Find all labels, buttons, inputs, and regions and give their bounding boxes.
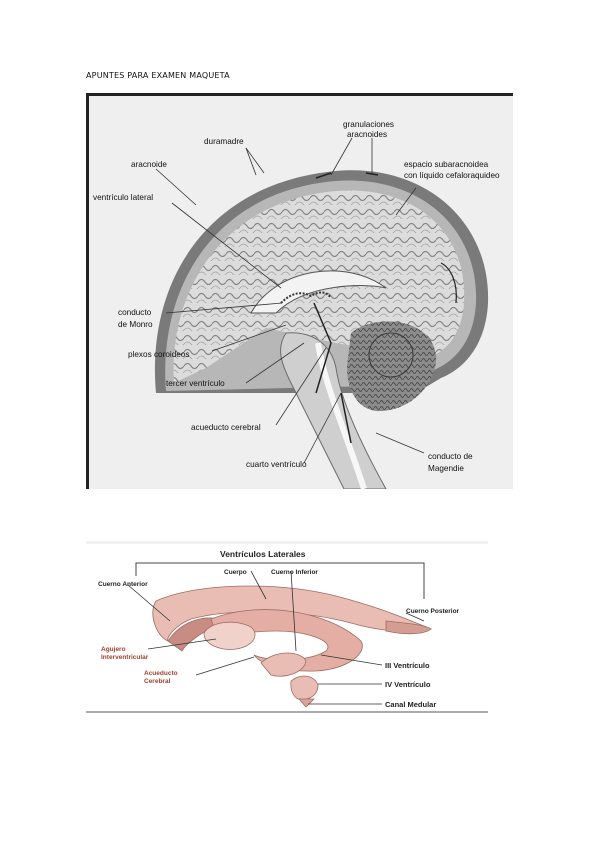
label-iv-ventriculo: IV Ventrículo — [385, 680, 431, 689]
label-cuerno-anterior: Cuerno Anterior — [98, 581, 148, 588]
brain-sagittal-figure: duramadre granulaciones aracnoides aracn… — [86, 93, 513, 489]
label-ventriculo-lateral: ventrículo lateral — [93, 193, 153, 202]
label-conducto-magendie: conducto de — [428, 452, 473, 461]
label-espacio-subaracnoidea-2: con líquido cefaloraquideo — [404, 171, 500, 180]
label-iii-ventriculo: III Ventrículo — [385, 661, 430, 670]
label-plexos-coroideos: plexos coroideos — [128, 350, 189, 359]
label-duramadre: duramadre — [204, 137, 244, 146]
label-aracnoide: aracnoide — [131, 160, 167, 169]
label-agujero-interventricular-2: Interventricular — [101, 654, 149, 661]
label-espacio-subaracnoidea: espacio subaracnoidea — [404, 160, 489, 169]
label-cuerpo: Cuerpo — [224, 569, 247, 576]
label-conducto-monro: conducto — [118, 308, 152, 317]
label-ventriculos-laterales: Ventrículos Laterales — [220, 549, 306, 559]
label-conducto-magendie-2: Magendie — [428, 464, 464, 473]
page-heading: APUNTES PARA EXAMEN MAQUETA — [86, 71, 230, 80]
label-acueducto-cerebral: Acueducto — [144, 670, 178, 677]
label-granulaciones-2: aracnoides — [347, 130, 387, 139]
label-agujero-interventricular: Agujero — [101, 646, 126, 653]
label-acueducto-cerebral-2: Cerebral — [144, 678, 171, 685]
label-cuerno-inferior: Cuerno Inferior — [271, 569, 318, 576]
label-acueducto-cerebral: acueducto cerebral — [191, 423, 261, 432]
label-cuerno-posterior: Cuerno Posterior — [406, 608, 460, 615]
label-granulaciones: granulaciones — [343, 120, 394, 129]
label-tercer-ventriculo: tercer ventrículo — [166, 379, 225, 388]
label-conducto-monro-2: de Monro — [118, 320, 153, 329]
label-canal-medular: Canal Medular — [385, 700, 436, 709]
ventricles-figure: Ventrículos Laterales Cuerpo Cuerno Infe… — [86, 541, 488, 715]
label-cuarto-ventriculo: cuarto ventrículo — [246, 460, 307, 469]
